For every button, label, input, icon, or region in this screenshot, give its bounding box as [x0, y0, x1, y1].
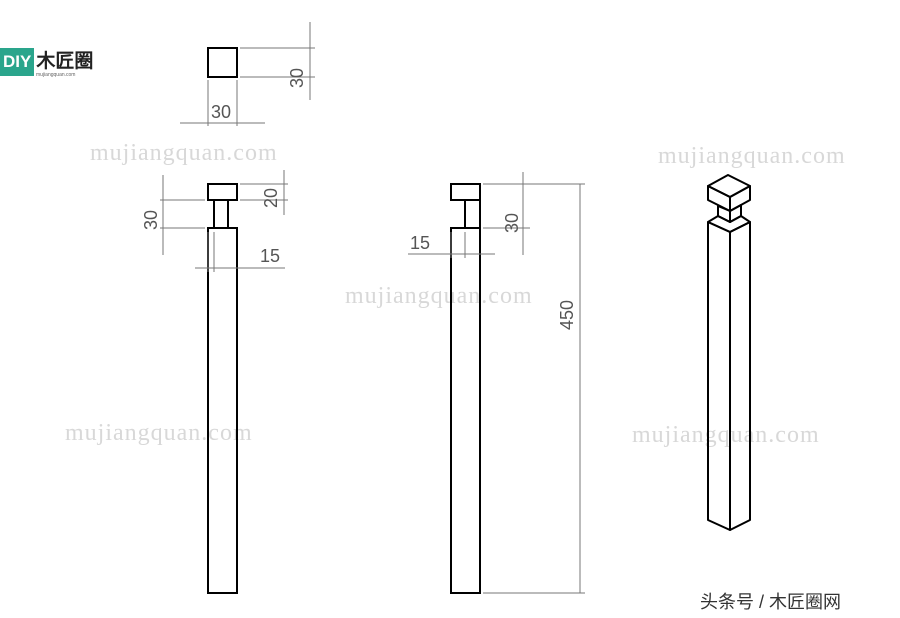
watermark: mujiangquan.com	[65, 420, 253, 446]
front-shaft	[207, 227, 238, 594]
logo-sub: mujiangquan.com	[36, 72, 76, 78]
footer-credit: 头条号 / 木匠圈网	[700, 592, 842, 612]
dim-side-neck: 30	[502, 213, 522, 233]
dim-front-cap: 20	[261, 188, 281, 208]
front-cap	[207, 183, 238, 201]
side-shaft	[450, 227, 481, 594]
watermark: mujiangquan.com	[90, 140, 278, 166]
isometric-view	[707, 174, 751, 531]
logo-badge: DIY	[0, 48, 35, 76]
logo: DIY 木匠圈 mujiangquan.com	[0, 48, 94, 78]
top-view-square	[207, 47, 238, 78]
front-neck	[213, 199, 229, 229]
dim-top-width: 30	[211, 102, 231, 122]
watermark: mujiangquan.com	[658, 143, 846, 169]
dim-front-inset: 15	[260, 246, 280, 266]
side-neck	[464, 199, 481, 229]
watermark: mujiangquan.com	[632, 422, 820, 448]
dim-front-neck: 30	[141, 210, 161, 230]
logo-name: 木匠圈	[36, 51, 94, 72]
watermark: mujiangquan.com	[345, 283, 533, 309]
dim-top-height: 30	[287, 68, 307, 88]
dim-total-height: 450	[557, 300, 577, 330]
dim-side-inset: 15	[410, 233, 430, 253]
side-cap	[450, 183, 481, 201]
